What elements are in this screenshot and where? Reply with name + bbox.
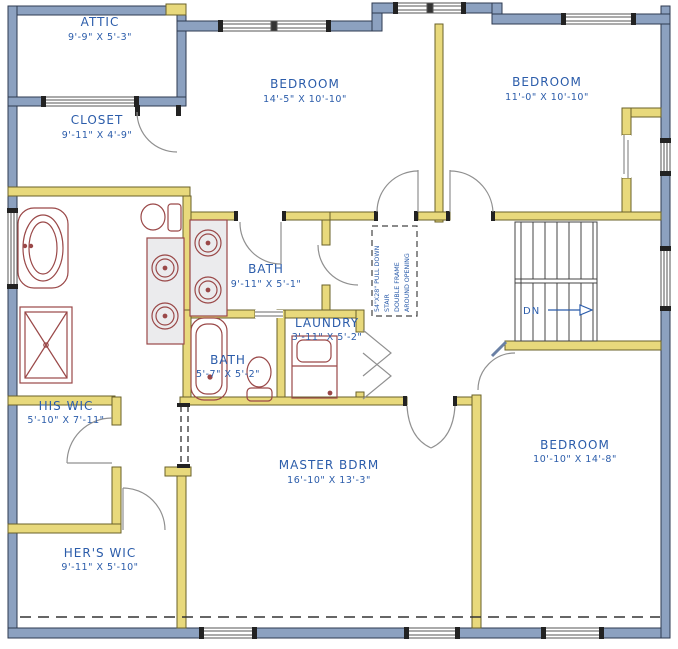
master-label: MASTER BDRM bbox=[279, 458, 379, 472]
attic-access-box: 54"X28" PULL DOWN STAIR DOUBLE FRAME ARO… bbox=[371, 225, 418, 317]
bathtub-icon bbox=[17, 207, 69, 289]
closet-label: CLOSET bbox=[71, 113, 124, 127]
bedroom3-label: BEDROOM bbox=[540, 438, 610, 452]
hall-bath-door bbox=[317, 244, 359, 286]
attic-access-line1: 54"X28" PULL DOWN bbox=[374, 245, 381, 312]
window-dormer bbox=[396, 2, 463, 14]
room-labels: ATTIC 9'-9" X 5'-3" CLOSET 9'-11" X 4'-9… bbox=[27, 15, 616, 573]
window-bottom-3 bbox=[544, 627, 601, 639]
his-wic-label: HIS WIC bbox=[39, 399, 94, 413]
bedroom1-label: BEDROOM bbox=[270, 77, 340, 91]
toilet-icon-bath2 bbox=[246, 356, 273, 402]
bath-pocket-opening bbox=[255, 310, 283, 318]
hall-bath-vanity-icon bbox=[189, 219, 228, 317]
shower-icon bbox=[19, 306, 73, 384]
laundry-label: LAUNDRY bbox=[295, 316, 359, 330]
bedroom2-dims: 11'-0" X 10'-10" bbox=[505, 92, 589, 103]
window-bottom-1 bbox=[202, 627, 254, 639]
stairs-down-arrow: DN bbox=[523, 304, 594, 317]
window-top-main bbox=[221, 20, 328, 32]
attic-access-line2: STAIR bbox=[384, 293, 391, 312]
attic-access-line3: DOUBLE FRAME bbox=[394, 262, 401, 312]
bath1-dims: 9'-11" X 5'-1" bbox=[231, 279, 302, 290]
bedroom2-label: BEDROOM bbox=[512, 75, 582, 89]
bathtub2-icon bbox=[190, 317, 228, 401]
fixtures bbox=[17, 203, 338, 402]
wall-caps bbox=[7, 2, 671, 639]
bedroom2-door bbox=[449, 170, 494, 213]
attic-label: ATTIC bbox=[81, 15, 120, 29]
interior-walls bbox=[7, 3, 662, 629]
bedroom1-dims: 14'-5" X 10'-10" bbox=[263, 94, 347, 105]
closet-dims: 9'-11" X 4'-9" bbox=[62, 130, 133, 141]
master-double-doors bbox=[406, 405, 456, 449]
window-right-wall-lower bbox=[660, 249, 671, 308]
window-attic-bottom bbox=[44, 96, 136, 107]
his-wic-dims: 5'-10" X 7'-11" bbox=[27, 415, 104, 426]
hers-wic-dims: 9'-11" X 5'-10" bbox=[61, 562, 138, 573]
toilet-icon-master bbox=[140, 203, 182, 232]
laundry-dims: 3'-11" X 5'-2" bbox=[292, 332, 363, 343]
staircase bbox=[514, 221, 598, 342]
attic-access-line4: AROUND OPENING bbox=[404, 253, 411, 312]
hers-wic-door bbox=[122, 487, 166, 531]
bath1-door bbox=[239, 221, 282, 265]
hers-wic-label: HER'S WIC bbox=[64, 546, 136, 560]
bedroom2-closet-slider bbox=[622, 135, 631, 178]
closet-door bbox=[136, 111, 178, 153]
bath2-dims: 5'-7" X 5'-2" bbox=[196, 369, 260, 380]
cased-opening-caps bbox=[177, 403, 190, 468]
bath2-label: BATH bbox=[210, 353, 246, 367]
bedroom1-door bbox=[376, 170, 419, 213]
window-right-wall-upper bbox=[660, 141, 671, 173]
attic-dims: 9'-9" X 5'-3" bbox=[68, 32, 132, 43]
bath1-label: BATH bbox=[248, 262, 284, 276]
window-left-wall bbox=[7, 211, 18, 286]
window-top-right bbox=[564, 13, 633, 25]
bedroom3-dims: 10'-10" X 14'-8" bbox=[533, 454, 617, 465]
windows bbox=[7, 2, 671, 639]
dn-label: DN bbox=[523, 306, 540, 317]
laundry-bifold-door bbox=[362, 329, 392, 400]
cased-opening-dashed bbox=[180, 406, 189, 467]
his-wic-door bbox=[66, 417, 113, 464]
master-dims: 16'-10" X 13'-3" bbox=[287, 475, 371, 486]
washer-icon bbox=[291, 335, 338, 399]
bedroom3-door bbox=[477, 340, 516, 391]
window-bottom-2 bbox=[407, 627, 457, 639]
doors bbox=[66, 111, 631, 531]
master-vanity-icon bbox=[146, 237, 185, 345]
